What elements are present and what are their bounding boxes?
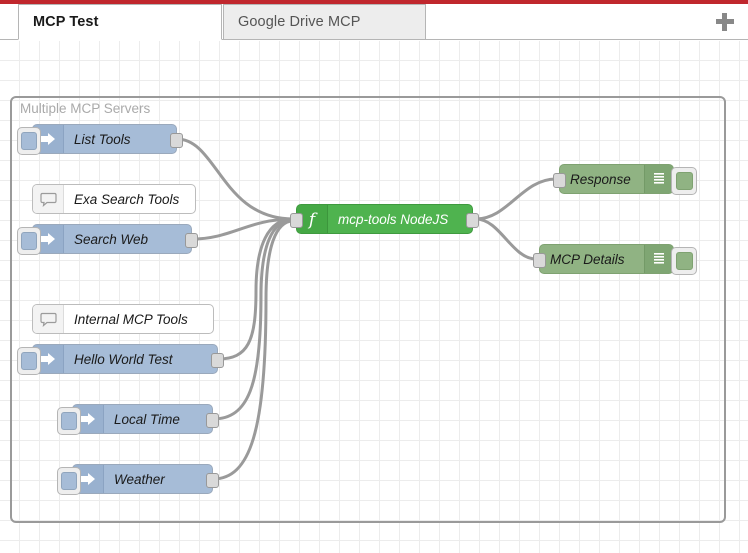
inject-trigger-button[interactable] — [57, 467, 81, 495]
tab-bar: MCP Test Google Drive MCP — [0, 4, 748, 40]
output-port[interactable] — [206, 413, 219, 428]
flow-canvas[interactable]: Multiple MCP Servers — [0, 41, 748, 553]
node-inject-local-time[interactable]: Local Time — [57, 404, 219, 435]
node-label: Search Web — [74, 231, 149, 247]
add-tab-plus-icon[interactable] — [716, 13, 734, 31]
node-label: Internal MCP Tools — [74, 311, 188, 327]
input-port[interactable] — [290, 213, 303, 228]
node-inject-list-tools[interactable]: List Tools — [17, 124, 183, 155]
debug-lines-icon — [644, 245, 673, 273]
comment-bubble-icon — [33, 305, 64, 333]
svg-text:f: f — [307, 210, 318, 229]
node-label: Weather — [114, 471, 165, 487]
inject-trigger-button[interactable] — [17, 347, 41, 375]
node-label: Local Time — [114, 411, 180, 427]
inject-trigger-button[interactable] — [17, 227, 41, 255]
node-comment-internal-mcp-tools[interactable]: Internal MCP Tools — [32, 304, 214, 334]
debug-lines-icon — [644, 165, 673, 193]
output-port[interactable] — [211, 353, 224, 368]
node-label: MCP Details — [550, 251, 625, 267]
output-port[interactable] — [170, 133, 183, 148]
node-label: List Tools — [74, 131, 131, 147]
tab-mcp-test[interactable]: MCP Test — [18, 4, 222, 40]
accent-bar — [0, 0, 748, 4]
node-inject-weather[interactable]: Weather — [57, 464, 219, 495]
node-label: Exa Search Tools — [74, 191, 180, 207]
node-inject-hello-world-test[interactable]: Hello World Test — [17, 344, 224, 375]
node-label: Hello World Test — [74, 351, 173, 367]
debug-toggle-button[interactable] — [671, 247, 697, 275]
node-debug-mcp-details[interactable]: MCP Details — [533, 244, 697, 275]
input-port[interactable] — [533, 253, 546, 268]
comment-bubble-icon — [33, 185, 64, 213]
inject-trigger-button[interactable] — [17, 127, 41, 155]
inject-trigger-button[interactable] — [57, 407, 81, 435]
node-inject-search-web[interactable]: Search Web — [17, 224, 198, 255]
node-debug-response[interactable]: Response — [553, 164, 697, 195]
tab-label: MCP Test — [33, 14, 99, 30]
node-label: Response — [570, 171, 631, 187]
output-port[interactable] — [466, 213, 479, 228]
group-label: Multiple MCP Servers — [20, 101, 151, 116]
function-f-icon: f — [297, 205, 328, 233]
debug-toggle-button[interactable] — [671, 167, 697, 195]
tab-google-drive-mcp[interactable]: Google Drive MCP — [223, 4, 426, 40]
node-label: mcp-tools NodeJS — [338, 211, 449, 227]
tab-label: Google Drive MCP — [238, 14, 361, 30]
group-multiple-mcp-servers[interactable] — [10, 96, 726, 523]
output-port[interactable] — [185, 233, 198, 248]
output-port[interactable] — [206, 473, 219, 488]
node-function-mcp-tools-nodejs[interactable]: f mcp-tools NodeJS — [290, 204, 479, 234]
input-port[interactable] — [553, 173, 566, 188]
node-comment-exa-search-tools[interactable]: Exa Search Tools — [32, 184, 196, 214]
